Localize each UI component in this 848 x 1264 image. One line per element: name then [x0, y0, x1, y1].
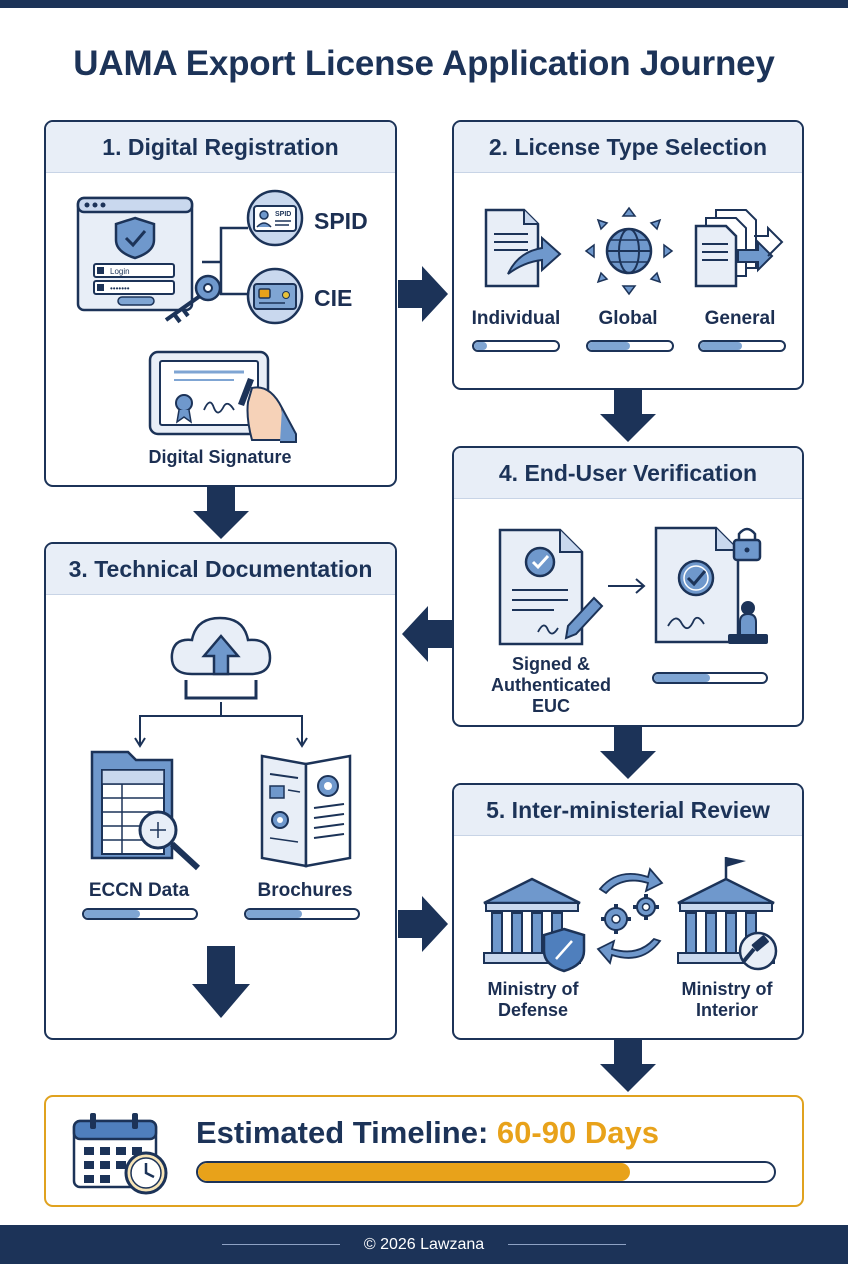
- individual-license-icon: [484, 208, 562, 288]
- step-3-title: 3. Technical Documentation: [46, 544, 395, 595]
- progress-fill: [84, 910, 140, 918]
- footer-divider-left: [222, 1244, 340, 1245]
- cie-card-icon: [246, 267, 304, 325]
- step-4-card: 4. End-User Verification Signed & Authen…: [452, 446, 804, 727]
- flow-arrow-down: [600, 1040, 656, 1092]
- digital-signature-label: Digital Signature: [148, 447, 292, 467]
- calendar-clock-icon: [72, 1113, 168, 1195]
- ministry-label: Ministry of Defense: [487, 979, 579, 1020]
- footer-copyright: © 2026 Lawzana: [363, 1236, 485, 1253]
- spid-label: SPID: [314, 208, 368, 234]
- license-option-label: Individual: [471, 308, 561, 329]
- doc-item-progress: [82, 908, 198, 920]
- ministry-of-interior-icon: [677, 857, 778, 971]
- step-3-card: 3. Technical Documentation: [44, 542, 397, 1040]
- signature-tablet-icon: [148, 350, 297, 443]
- step-1-card: 1. Digital Registration Login ••••••• SP…: [44, 120, 397, 487]
- step-5-title: 5. Inter-ministerial Review: [454, 785, 802, 836]
- page-title: UAMA Export License Application Journey: [73, 44, 775, 83]
- cloud-upload-icon: [170, 616, 272, 700]
- eccn-data-icon: [90, 750, 201, 871]
- general-license-icon: [694, 209, 784, 288]
- password-field-text: •••••••: [110, 284, 130, 293]
- license-option-label: General: [704, 308, 776, 329]
- license-option-progress: [586, 340, 674, 352]
- flow-arrow-left: [402, 606, 452, 662]
- timeline-progress-bar: [196, 1161, 776, 1183]
- flow-arrow-down: [600, 727, 656, 779]
- login-window-icon: Login •••••••: [76, 196, 222, 324]
- step-4-title: 4. End-User Verification: [454, 448, 802, 499]
- timeline-heading: Estimated Timeline: 60-90 Days: [196, 1115, 659, 1151]
- progress-fill: [700, 342, 742, 350]
- process-arrow-icon: [608, 578, 646, 594]
- login-field-text: Login: [110, 267, 130, 276]
- flow-arrow-down: [193, 487, 249, 539]
- ministry-of-defense-icon: [483, 877, 586, 973]
- doc-item-label: ECCN Data: [88, 880, 190, 901]
- timeline-panel: Estimated Timeline: 60-90 Days: [44, 1095, 804, 1207]
- timeline-progress-fill: [198, 1163, 630, 1181]
- verification-progress: [652, 672, 768, 684]
- cie-label: CIE: [314, 285, 353, 311]
- branch-lines: [134, 702, 308, 748]
- signed-euc-document-icon: [498, 528, 604, 646]
- review-cycle-gears-icon: [596, 867, 664, 965]
- progress-fill: [588, 342, 630, 350]
- license-option-label: Global: [598, 308, 658, 329]
- authenticated-document-icon: [654, 526, 768, 644]
- footer: © 2026 Lawzana: [0, 1225, 848, 1264]
- ministry-label: Ministry of Interior: [681, 979, 773, 1020]
- progress-fill: [246, 910, 302, 918]
- step-2-title: 2. License Type Selection: [454, 122, 802, 173]
- flow-arrow-down: [192, 946, 250, 1018]
- timeline-label: Estimated Timeline:: [196, 1115, 489, 1150]
- flow-arrow-right: [398, 896, 448, 952]
- license-option-progress: [472, 340, 560, 352]
- doc-item-label: Brochures: [257, 880, 353, 901]
- step-2-card: 2. License Type Selection Individual Glo…: [452, 120, 804, 390]
- progress-fill: [654, 674, 710, 682]
- connector-lines: [202, 226, 248, 296]
- brochures-icon: [260, 754, 352, 868]
- flow-arrow-down: [600, 390, 656, 442]
- spid-card-text: SPID: [275, 211, 291, 218]
- global-license-icon: [584, 206, 674, 296]
- license-option-progress: [698, 340, 786, 352]
- step-1-title: 1. Digital Registration: [46, 122, 395, 173]
- flow-arrow-right: [398, 266, 448, 322]
- timeline-value: 60-90 Days: [496, 1115, 659, 1150]
- footer-divider-right: [508, 1244, 626, 1245]
- top-bar: [0, 0, 848, 8]
- euc-document-label: Signed & Authenticated EUC: [490, 654, 611, 716]
- step-5-card: 5. Inter-ministerial Review: [452, 783, 804, 1040]
- spid-card-icon: SPID: [246, 189, 304, 247]
- progress-fill: [474, 342, 487, 350]
- doc-item-progress: [244, 908, 360, 920]
